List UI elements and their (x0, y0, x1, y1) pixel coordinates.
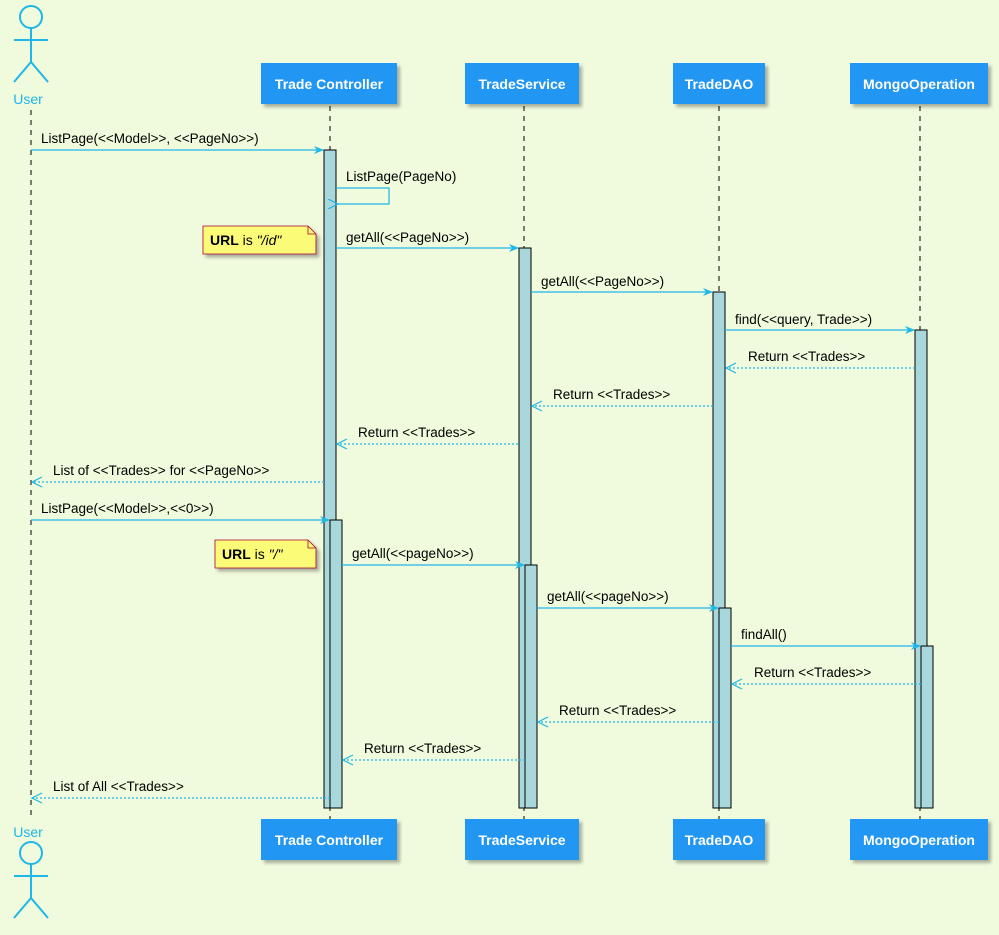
participant-dao-top: TradeDAO (673, 63, 765, 104)
arrowhead (30, 476, 43, 488)
message-11: getAll(<<pageNo>>) (342, 546, 525, 569)
participant-label: Trade Controller (275, 832, 384, 848)
message-label: getAll(<<PageNo>>) (346, 230, 469, 245)
message-16: Return <<Trades>> (341, 741, 525, 766)
participant-controller-top: Trade Controller (261, 63, 397, 104)
message-label: List of <<Trades>> for <<PageNo>> (53, 463, 270, 478)
participant-service-bottom: TradeService (465, 819, 579, 860)
arrowhead (30, 792, 43, 804)
message-7: Return <<Trades>> (530, 387, 713, 412)
arrowhead (341, 754, 354, 766)
arrowhead (730, 678, 743, 690)
actor-user-top (13, 5, 49, 83)
participant-dao-bottom: TradeDAO (673, 819, 765, 860)
message-9: List of <<Trades>> for <<PageNo>> (30, 463, 324, 488)
actor-user-bottom (13, 841, 49, 919)
participant-label: TradeService (478, 832, 565, 848)
participant-label: TradeService (478, 76, 565, 92)
participant-controller-bottom: Trade Controller (261, 819, 397, 860)
actor-head-icon (19, 5, 43, 29)
participant-mongo-top: MongoOperation (850, 63, 988, 104)
note-italic: "/id" (257, 232, 283, 248)
message-label: getAll(<<pageNo>>) (352, 546, 474, 561)
actor-label-top: User (13, 91, 43, 107)
message-2: ListPage(PageNo) (336, 169, 456, 204)
note-text: URL is "/" (222, 546, 284, 562)
note-url-root: URL is "/" (214, 539, 317, 569)
arrowhead (724, 362, 737, 374)
message-label: Return <<Trades>> (358, 425, 475, 440)
message-label: Return <<Trades>> (754, 665, 871, 680)
participant-label: MongoOperation (863, 832, 975, 848)
message-label: findAll() (741, 627, 787, 642)
activation-bars (323, 149, 934, 809)
arrowhead (530, 400, 543, 412)
message-label: Return <<Trades>> (559, 703, 676, 718)
self-message-arrow (336, 187, 390, 204)
participant-mongo-bottom: MongoOperation (850, 819, 988, 860)
arrowhead (335, 438, 348, 450)
message-4: getAll(<<PageNo>>) (531, 274, 713, 296)
note-text: URL is "/id" (210, 232, 282, 248)
message-17: List of All <<Trades>> (30, 779, 330, 804)
activation-mongo-2 (920, 645, 934, 809)
messages: ListPage(<<Model>>, <<PageNo>>) ListPage(… (30, 131, 921, 804)
actor-label-bottom: User (13, 824, 43, 840)
message-3: getAll(<<PageNo>>) (336, 230, 519, 252)
message-label: Return <<Trades>> (364, 741, 481, 756)
message-label: ListPage(<<Model>>, <<PageNo>>) (41, 131, 259, 146)
message-15: Return <<Trades>> (536, 703, 719, 728)
activation-controller-2 (329, 519, 343, 809)
message-label: getAll(<<PageNo>>) (541, 274, 664, 289)
note-mid: is (251, 546, 269, 562)
note-mid: is (239, 232, 257, 248)
message-5: find(<<query, Trade>>) (725, 312, 915, 334)
participant-label: TradeDAO (685, 76, 754, 92)
message-8: Return <<Trades>> (335, 425, 518, 450)
note-url-id: URL is "/id" (202, 225, 317, 255)
message-10: ListPage(<<Model>>,<<0>>) (31, 501, 330, 524)
message-label: ListPage(<<Model>>,<<0>>) (41, 501, 214, 516)
message-1: ListPage(<<Model>>, <<PageNo>>) (31, 131, 324, 154)
activation-dao-2 (718, 607, 732, 809)
participant-label: MongoOperation (863, 76, 975, 92)
actor-head-icon (19, 841, 43, 865)
message-label: getAll(<<pageNo>>) (547, 589, 669, 604)
message-label: find(<<query, Trade>>) (735, 312, 872, 327)
message-14: Return <<Trades>> (730, 665, 921, 690)
participant-label: Trade Controller (275, 76, 384, 92)
participant-service-top: TradeService (465, 63, 579, 104)
note-italic: "/" (269, 546, 284, 562)
note-bold: URL (222, 546, 251, 562)
message-label: List of All <<Trades>> (53, 779, 184, 794)
message-13: findAll() (731, 627, 921, 650)
note-bold: URL (210, 232, 239, 248)
activation-service-2 (524, 564, 538, 809)
message-label: Return <<Trades>> (748, 349, 865, 364)
participant-label: TradeDAO (685, 832, 754, 848)
message-label: Return <<Trades>> (553, 387, 670, 402)
message-6: Return <<Trades>> (724, 349, 915, 374)
message-label: ListPage(PageNo) (346, 169, 456, 184)
message-12: getAll(<<pageNo>>) (537, 589, 719, 612)
arrowhead (536, 716, 549, 728)
